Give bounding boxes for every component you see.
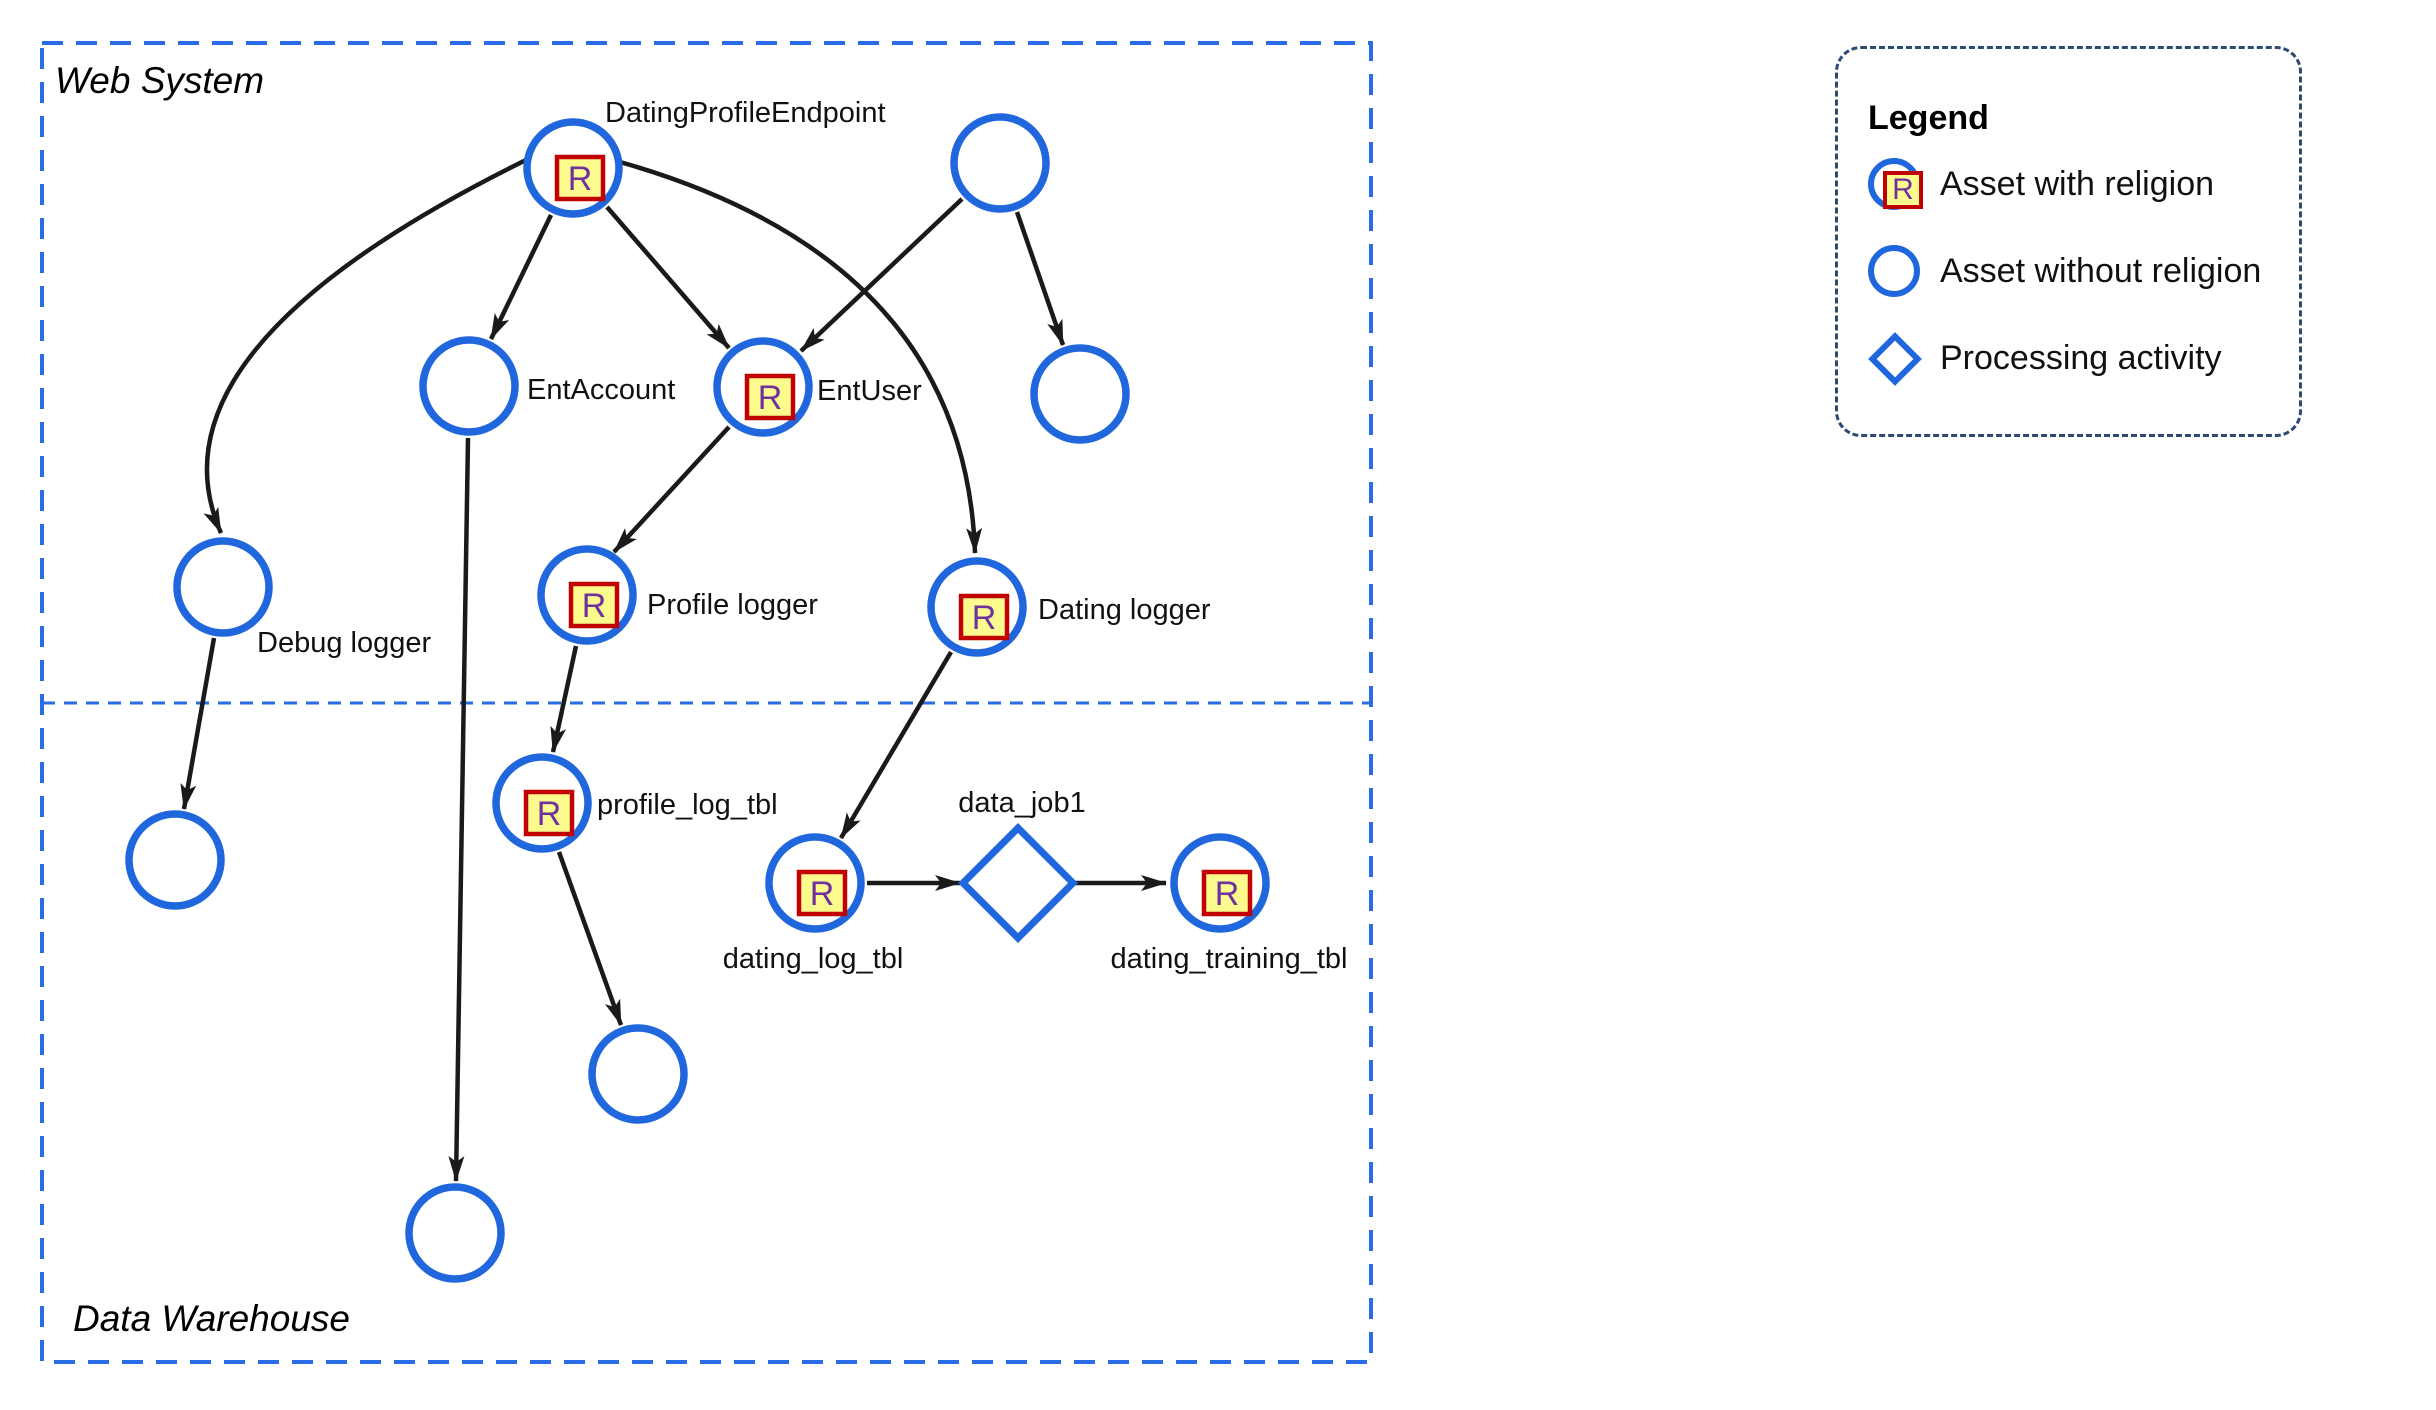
- edge-profile-logger-to-profile-log-tbl: [550, 645, 579, 753]
- node-debug-logger[interactable]: Debug logger: [173, 537, 431, 659]
- node-data-job1[interactable]: data_job1: [958, 787, 1086, 943]
- religion-badge-letter: R: [972, 599, 997, 637]
- asset-circle[interactable]: [1030, 344, 1130, 444]
- data-warehouse-region-title: Data Warehouse: [73, 1298, 350, 1339]
- node-ent-user[interactable]: R EntUser: [713, 337, 922, 437]
- node-label-profile-log-tbl: profile_log_tbl: [597, 789, 778, 821]
- asset-circle[interactable]: [405, 1183, 505, 1283]
- asset-circle[interactable]: [419, 336, 519, 436]
- processing-activity-shape[interactable]: [958, 823, 1078, 943]
- religion-badge-letter: R: [582, 587, 607, 625]
- legend-item-label: Processing activity: [1940, 338, 2222, 377]
- edge-unnamed-top-to-ent-user: [799, 197, 964, 353]
- religion-badge-icon: [523, 789, 575, 837]
- religion-badge-icon: [796, 869, 848, 917]
- node-ent-account[interactable]: EntAccount: [419, 336, 675, 436]
- asset-circle[interactable]: [950, 113, 1050, 213]
- node-label-dating-training-tbl: dating_training_tbl: [1110, 943, 1347, 975]
- asset-circle[interactable]: [125, 810, 225, 910]
- node-debug-sink[interactable]: [125, 810, 225, 910]
- religion-badge-icon: [958, 593, 1010, 641]
- legend-item-label: Asset with religion: [1940, 164, 2215, 203]
- edge-dating-profile-endpoint-to-dating-logger: [619, 159, 983, 554]
- node-label-debug-logger: Debug logger: [257, 627, 431, 659]
- religion-badge-icon: [554, 154, 606, 202]
- legend-item-asset-with-religion: R Asset with religion: [1868, 154, 2299, 214]
- node-label-dating-profile-endpoint: DatingProfileEndpoint: [605, 97, 886, 129]
- religion-badge-letter: R: [537, 795, 562, 833]
- processing-activity-icon: [1868, 329, 1926, 387]
- node-account-sink[interactable]: [405, 1183, 505, 1283]
- web-system-region-title: Web System: [55, 60, 265, 101]
- edge-dating-profile-endpoint-to-ent-user: [605, 205, 731, 350]
- religion-badge-letter: R: [568, 160, 593, 198]
- legend-item-asset-without-religion: Asset without religion: [1868, 241, 2299, 301]
- node-label-dating-log-tbl: dating_log_tbl: [723, 943, 904, 975]
- node-unnamed-right[interactable]: [1030, 344, 1130, 444]
- religion-badge-icon: R: [1883, 171, 1923, 209]
- religion-badge-letter: R: [1215, 875, 1240, 913]
- legend-title: Legend: [1868, 99, 1989, 137]
- edge-unnamed-top-to-unnamed-right: [1014, 211, 1066, 346]
- node-label-dating-logger: Dating logger: [1038, 594, 1211, 626]
- edge-ent-user-to-profile-logger: [612, 425, 731, 554]
- religion-badge-letter: R: [810, 875, 835, 913]
- node-dating-profile-endpoint[interactable]: R DatingProfileEndpoint: [523, 97, 886, 218]
- religion-badge-letter: R: [758, 379, 783, 417]
- node-label-profile-logger: Profile logger: [647, 589, 818, 621]
- asset-circle[interactable]: [588, 1024, 688, 1124]
- node-dating-logger[interactable]: R Dating logger: [927, 557, 1211, 657]
- religion-badge-icon: [568, 581, 620, 629]
- asset-without-religion-icon: [1868, 242, 1926, 300]
- edge-profile-log-tbl-to-profile-sink: [556, 851, 624, 1026]
- legend-item-label: Asset without religion: [1940, 251, 2262, 290]
- legend-item-processing-activity: Processing activity: [1868, 328, 2299, 388]
- node-label-ent-user: EntUser: [817, 375, 922, 407]
- edge-dating-logger-to-dating-log-tbl: [839, 650, 953, 840]
- edge-ent-account-to-account-sink: [448, 437, 471, 1182]
- religion-badge-icon: [1201, 869, 1253, 917]
- edge-debug-logger-to-debug-sink: [180, 637, 217, 810]
- edge-dating-profile-endpoint-to-debug-logger: [203, 157, 527, 534]
- asset-with-religion-icon: R: [1868, 155, 1926, 213]
- edge-dating-profile-endpoint-to-ent-account: [488, 214, 554, 340]
- legend-panel: Legend R Asset with religion Asset witho…: [1835, 46, 2302, 437]
- religion-badge-icon: [744, 373, 796, 421]
- node-profile-logger[interactable]: R Profile logger: [537, 545, 818, 645]
- node-label-data-job1: data_job1: [958, 787, 1085, 819]
- node-profile-sink[interactable]: [588, 1024, 688, 1124]
- node-label-ent-account: EntAccount: [527, 374, 675, 406]
- node-unnamed-top[interactable]: [950, 113, 1050, 213]
- asset-circle[interactable]: [173, 537, 273, 637]
